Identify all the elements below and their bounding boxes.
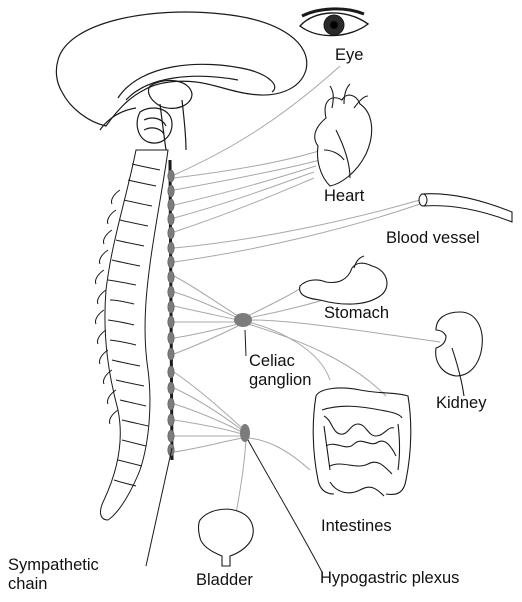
cerebrum-outline bbox=[56, 12, 306, 126]
celiac-ganglion bbox=[234, 313, 252, 327]
label-bladder: Bladder bbox=[196, 571, 253, 590]
label-intestines: Intestines bbox=[321, 517, 392, 536]
label-celiac-line1: Celiac bbox=[249, 352, 311, 371]
kidney-illustration bbox=[436, 312, 483, 396]
brain bbox=[56, 12, 306, 150]
stomach-illustration bbox=[300, 256, 387, 304]
label-celiac-ganglion: Celiac ganglion bbox=[249, 352, 311, 390]
label-kidney: Kidney bbox=[436, 394, 486, 413]
corpus-callosum bbox=[118, 64, 275, 98]
label-sympathetic-line2: chain bbox=[8, 575, 99, 594]
intestines-illustration bbox=[313, 388, 411, 496]
cerebellum bbox=[137, 108, 172, 143]
heart-illustration bbox=[315, 84, 372, 186]
label-sympathetic-chain: Sympathetic chain bbox=[8, 556, 99, 594]
label-stomach: Stomach bbox=[324, 304, 389, 323]
label-celiac-line2: ganglion bbox=[249, 371, 311, 390]
label-hypogastric-plexus: Hypogastric plexus bbox=[320, 569, 459, 588]
blood-vessel-illustration bbox=[419, 194, 512, 222]
label-blood-vessel: Blood vessel bbox=[386, 229, 480, 248]
hypogastric-plexus-node bbox=[240, 424, 250, 442]
label-eye: Eye bbox=[335, 46, 363, 65]
eye-illustration bbox=[300, 9, 368, 36]
vertebral-column bbox=[95, 150, 168, 520]
label-sympathetic-line1: Sympathetic bbox=[8, 556, 99, 575]
label-heart: Heart bbox=[324, 187, 364, 206]
bladder-illustration bbox=[199, 509, 254, 566]
